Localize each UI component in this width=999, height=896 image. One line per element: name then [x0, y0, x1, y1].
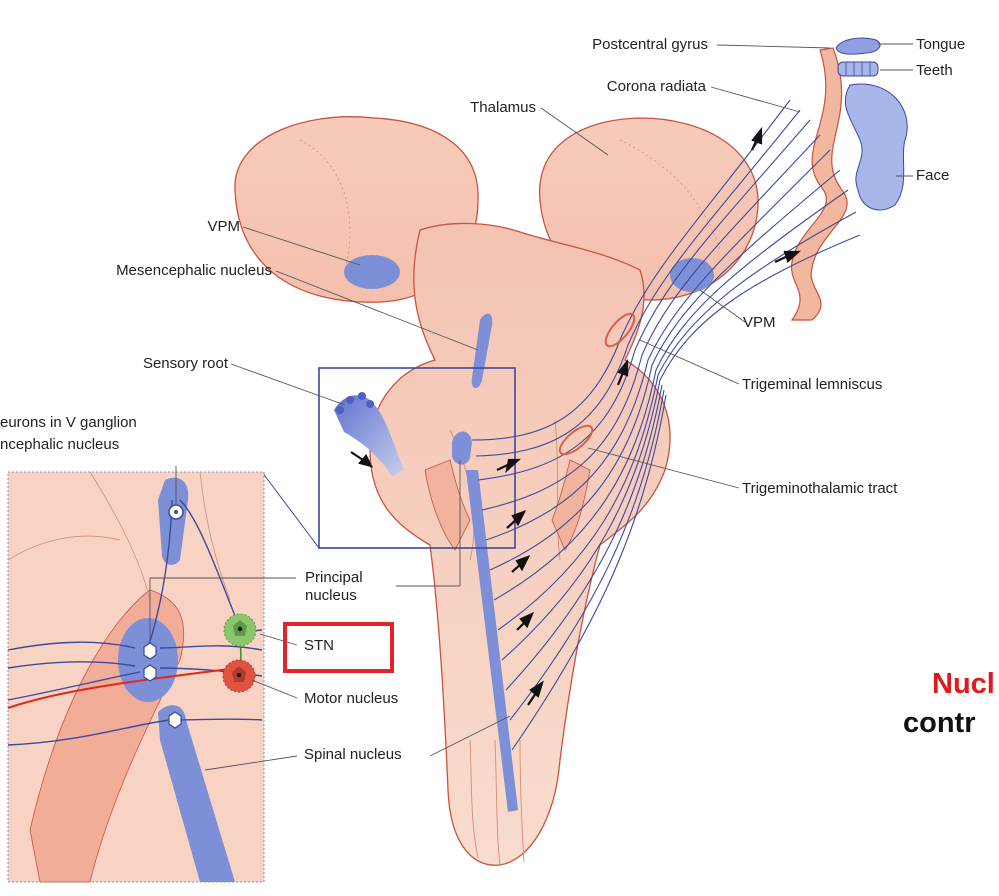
teeth-icon	[838, 62, 878, 76]
zoom-connector	[262, 472, 319, 548]
tongue-icon	[836, 38, 880, 54]
label-corona-radiata: Corona radiata	[560, 78, 706, 95]
face-icon	[845, 84, 907, 210]
label-tongue: Tongue	[916, 36, 965, 53]
label-vpm-right: VPM	[743, 314, 776, 331]
label-inset-title-line2: ncephalic nucleus	[0, 436, 119, 453]
label-sensory-root: Sensory root	[90, 355, 228, 372]
principal-nucleus-shape	[452, 432, 472, 465]
label-trigeminal-lemniscus: Trigeminal lemniscus	[742, 376, 882, 393]
label-mesencephalic-nucleus: Mesencephalic nucleus	[14, 262, 272, 279]
inset-panel	[8, 472, 264, 882]
label-inset-title-line1: eurons in V ganglion	[0, 414, 137, 431]
vpm-left-nucleus	[344, 255, 400, 289]
label-postcentral-gyrus: Postcentral gyrus	[532, 36, 708, 53]
label-trigeminothalamic-tract: Trigeminothalamic tract	[742, 480, 897, 497]
overlay-red-text: Nucl	[932, 668, 995, 701]
label-vpm-left: VPM	[170, 218, 240, 235]
stn-highlight-box	[283, 622, 394, 673]
label-thalamus: Thalamus	[430, 99, 536, 116]
label-face: Face	[916, 167, 949, 184]
overlay-black-text: contr	[903, 707, 976, 740]
label-spinal-nucleus: Spinal nucleus	[304, 746, 402, 763]
label-principal-nucleus: Principal nucleus	[305, 569, 397, 605]
label-teeth: Teeth	[916, 62, 953, 79]
postcentral-gyrus-strip	[792, 48, 848, 320]
label-motor-nucleus: Motor nucleus	[304, 690, 398, 707]
